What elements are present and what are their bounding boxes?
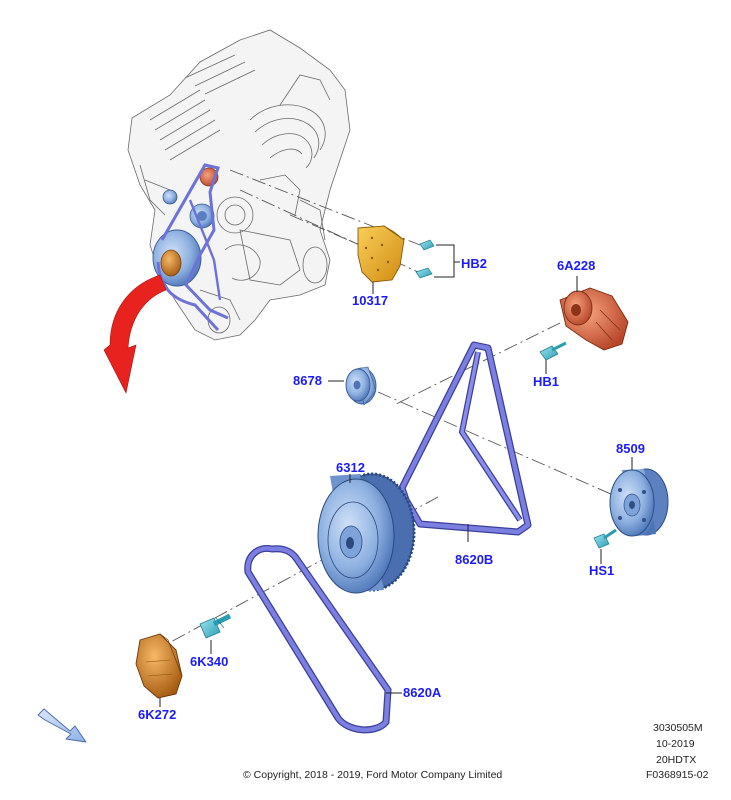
pulley-8509 (609, 468, 669, 537)
model-code: 20HDTX (656, 754, 697, 766)
view-direction-arrow-icon (37, 708, 87, 743)
tensioner-6a228 (559, 287, 629, 351)
engine-assembly-illustration (127, 29, 351, 341)
idler-pulley-8678 (345, 366, 377, 406)
bolt-hs1 (593, 528, 617, 549)
callout-8509: 8509 (616, 441, 645, 456)
callout-hb2: HB2 (461, 256, 488, 271)
callout-8620a: 8620A (403, 685, 442, 700)
callout-8678: 8678 (293, 373, 322, 388)
crankshaft-pulley-6312 (317, 472, 416, 594)
reference-number: 3030505M (653, 722, 703, 734)
callout-6k272: 6K272 (138, 707, 177, 722)
hb2-leader (434, 244, 460, 278)
bolt-6k340 (199, 613, 232, 639)
drive-belt-8620a (244, 544, 392, 734)
damper-6k272 (135, 633, 183, 699)
bolt-hb2-upper (419, 239, 435, 251)
callout-10317: 10317 (352, 293, 389, 308)
callout-6a228: 6A228 (557, 258, 596, 273)
revision-date: 10-2019 (656, 738, 695, 750)
red-curved-arrow-icon (103, 274, 167, 394)
copyright-notice: © Copyright, 2018 - 2019, Ford Motor Com… (243, 769, 503, 781)
callout-6312: 6312 (336, 460, 365, 475)
bolt-hb2-lower (415, 267, 433, 279)
bracket-10317 (357, 225, 405, 283)
drive-belt-8620b (398, 341, 532, 536)
figure-number: F0368915-02 (646, 769, 709, 781)
bolt-hb1 (539, 341, 567, 361)
callout-8620b: 8620B (455, 552, 494, 567)
callout-hb1: HB1 (533, 374, 560, 389)
callout-6k340: 6K340 (190, 654, 229, 669)
callout-hs1: HS1 (589, 563, 615, 578)
